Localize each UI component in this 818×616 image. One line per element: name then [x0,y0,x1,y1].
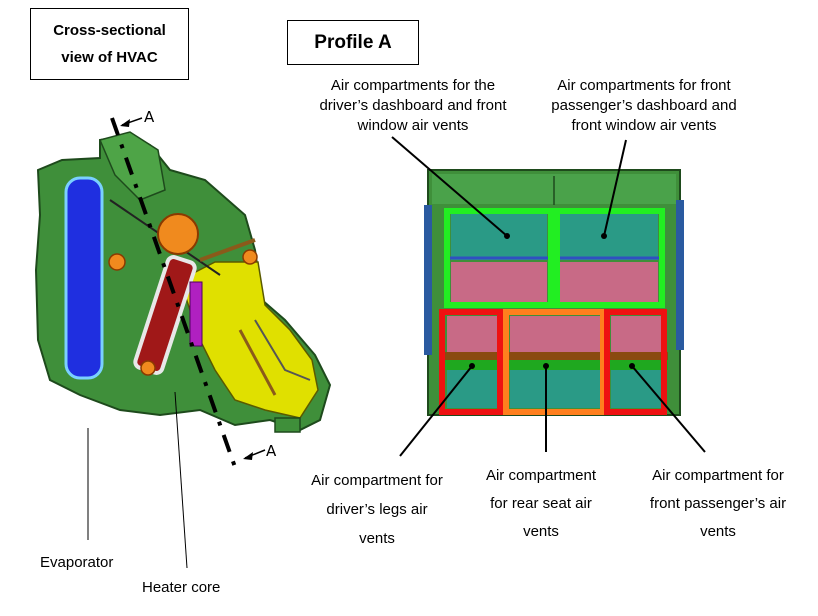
driver-legs-label-line: driver’s legs air [326,501,428,518]
passenger-dash-label-line: front window air vents [571,117,717,134]
internal-channel [238,329,277,396]
passenger-legs-dot [629,363,635,369]
rear-seat-label-line: for rear seat air [490,495,592,512]
chamber-lower-mid-teal [510,370,600,408]
chamber-upper-right-pink [560,262,658,302]
chamber-lower-left-teal [447,370,499,408]
chamber-lower-mid-pink [510,316,600,352]
driver-dash-label-line: Air compartments for the [330,77,496,94]
chamber-lower-right-pink [611,316,661,352]
evaporator-label: Evaporator [40,554,114,571]
passenger-legs-label-line: vents [700,523,736,540]
passenger-dash-label: Air compartments for front passenger’s d… [534,76,754,136]
blend-door-gear [157,213,199,255]
passenger-legs-label: Air compartment for front passenger’s ai… [630,462,806,546]
internal-channel [254,319,311,381]
small-gear [140,360,156,376]
heater-core-label: Heater core [142,579,221,596]
driver-legs-dot [469,363,475,369]
driver-legs-label-line: Air compartment for [311,472,443,489]
rear-seat-label: Air compartment for rear seat air vents [468,462,614,546]
driver-legs-compartment-box [439,309,503,415]
section-arrow-bottom-head [243,452,253,460]
lower-brown-band [440,352,668,360]
passenger-legs-compartment-box [604,309,667,415]
rear-seat-dot [543,363,549,369]
section-marker-bottom: A [266,442,277,460]
driver-legs-label-line: vents [359,530,395,547]
small-gear [108,253,126,271]
passenger-legs-leader [631,365,706,453]
lower-green-band [440,360,668,370]
purple-filter [189,281,203,347]
cross-section-title-line1: Cross-sectional [53,22,166,39]
passenger-legs-label-line: Air compartment for [652,467,784,484]
heater-core-leader [174,391,188,569]
driver-dash-dot [504,233,510,239]
driver-legs-label: Air compartment for driver’s legs air ve… [297,466,457,553]
profile-a-title: Profile A [287,20,419,65]
profile-a-view [391,136,706,457]
bottom-outlet [274,417,301,433]
rear-seat-label-line: Air compartment [485,467,597,484]
passenger-legs-label-line: front passenger’s air [649,495,787,512]
rear-seat-label-line: vents [523,523,559,540]
passenger-dash-label-line: Air compartments for front [557,77,731,94]
passenger-dash-dot [601,233,607,239]
driver-legs-leader [399,365,473,457]
driver-dash-leader [391,136,508,237]
profile-side-right [676,200,684,350]
cross-section-title-box: Cross-sectional view of HVAC [30,8,189,80]
cross-section-title-line2: view of HVAC [61,49,158,66]
chamber-upper-left-teal [451,214,547,260]
upper-duct [98,131,166,201]
internal-channel [199,238,256,262]
driver-dash-label-line: window air vents [357,117,469,134]
section-marker-top: A [144,108,155,126]
hvac-cross-section [34,117,332,569]
chamber-upper-right-teal [560,214,658,260]
chamber-lower-right-teal [611,370,661,408]
small-gear [242,249,258,265]
passenger-dash-leader [603,139,627,237]
rear-seat-compartment-box [503,309,606,415]
driver-dash-label-line: driver’s dashboard and front [319,97,507,114]
evaporator-core [64,176,104,380]
chamber-upper-left-pink [451,262,547,302]
chamber-lower-left-pink [447,316,499,352]
passenger-dash-label-line: passenger’s dashboard and [551,97,737,114]
yellow-duct-region [179,261,319,419]
driver-dash-label: Air compartments for the driver’s dashbo… [308,76,518,136]
section-arrow-top-head [120,119,130,127]
section-line-a [110,117,238,471]
driver-dash-compartment-box [444,208,554,308]
profile-side-left [424,205,432,355]
